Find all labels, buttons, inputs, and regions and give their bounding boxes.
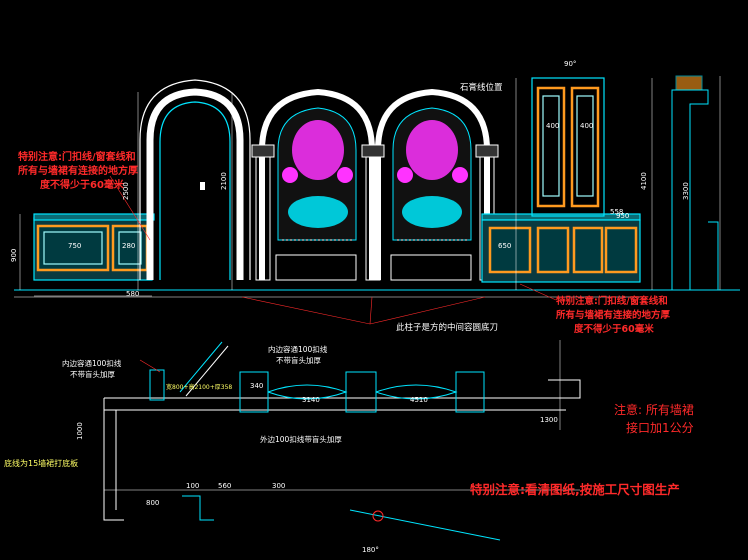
dim-558: 558 bbox=[610, 208, 623, 216]
left-wainscot bbox=[33, 213, 155, 281]
dim-90: 90° bbox=[564, 60, 576, 68]
outer-bottom-note: 外边100扣线带盲头加厚 bbox=[260, 434, 342, 444]
right-special-note: 特别注意:门扣线/窗套线和 所有与墙裙有连接的地方厚 度不得少于60毫米 bbox=[556, 295, 671, 335]
dim-900: 900 bbox=[10, 249, 18, 262]
dim-340: 340 bbox=[250, 382, 263, 390]
dim-580: 580 bbox=[126, 290, 139, 298]
dim-650: 650 bbox=[498, 242, 511, 250]
base-note: 底线为15墙裙打底板 bbox=[4, 458, 78, 468]
left-special-note: 特别注意:门扣线/窗套线和 所有与墙裙有连接的地方厚 度不得少于60毫米 bbox=[18, 150, 138, 191]
dim-280: 280 bbox=[122, 242, 135, 250]
columns bbox=[251, 144, 499, 281]
dim-2500: 2500 bbox=[122, 182, 130, 200]
dim-100: 100 bbox=[186, 482, 199, 490]
dim-400: 400 bbox=[546, 122, 559, 130]
right-note-line-3: 度不得少于60毫米 bbox=[574, 323, 654, 335]
dimension-lines bbox=[19, 76, 721, 297]
dim-400b: 400 bbox=[580, 122, 593, 130]
dim-750: 750 bbox=[68, 242, 81, 250]
plan-dims-label: 宽800+高2100+厚358 bbox=[166, 383, 232, 391]
column-note: 此柱子是方的中间容圆底刀 bbox=[396, 322, 498, 333]
dim-4510: 4510 bbox=[410, 396, 428, 404]
right-note-line-1: 特别注意:门扣线/窗套线和 bbox=[556, 295, 668, 307]
dim-800: 800 bbox=[146, 499, 159, 507]
dim-3300: 3300 bbox=[682, 182, 690, 200]
dim-560: 560 bbox=[218, 482, 231, 490]
dim-300: 300 bbox=[272, 482, 285, 490]
side-section bbox=[671, 75, 719, 291]
inner-left-line-2: 不带盲头加厚 bbox=[70, 369, 115, 379]
inner-left-line-1: 内边容通100扣线 bbox=[62, 358, 122, 368]
tall-panels bbox=[531, 77, 605, 217]
stone-line-label: 石膏线位置 bbox=[460, 82, 503, 93]
leader-lines bbox=[109, 175, 557, 373]
right-wainscot bbox=[481, 213, 641, 283]
dim-4100: 4100 bbox=[640, 172, 648, 190]
dim-950: 950 bbox=[616, 212, 629, 220]
bottom-special-note: 特别注意:看清图纸,按施工尺寸图生产 bbox=[470, 482, 680, 497]
dim-2100: 2100 bbox=[220, 172, 228, 190]
dimension-labels: 750 280 2500 650 400 400 558 950 580 90°… bbox=[10, 60, 690, 554]
right-note-line-2: 所有与墙裙有连接的地方厚 bbox=[556, 309, 671, 321]
plan-view bbox=[103, 340, 581, 541]
left-arch-door bbox=[139, 79, 251, 280]
wall-note-line-2: 接口加1公分 bbox=[626, 420, 694, 435]
arched-windows bbox=[259, 88, 490, 281]
left-note-line-1: 特别注意:门扣线/窗套线和 bbox=[18, 150, 136, 163]
plan-annotations: 内边容通100扣线 不带盲头加厚 内边容通100扣线 不带盲头加厚 外边100扣… bbox=[62, 344, 342, 444]
inner-top-line-2: 不带盲头加厚 bbox=[276, 355, 321, 365]
wall-note-line-1: 注意: 所有墙裙 bbox=[614, 402, 694, 417]
dim-180: 180° bbox=[362, 546, 379, 554]
left-note-line-2: 所有与墙裙有连接的地方厚 bbox=[18, 164, 138, 177]
wall-note: 注意: 所有墙裙 接口加1公分 bbox=[614, 402, 694, 435]
dim-1300: 1300 bbox=[540, 416, 558, 424]
elevation-view bbox=[14, 75, 740, 298]
dim-1000: 1000 bbox=[76, 422, 84, 440]
left-note-line-3: 度不得少于60毫米 bbox=[40, 178, 125, 191]
inner-top-line-1: 内边容通100扣线 bbox=[268, 344, 328, 354]
dim-3140: 3140 bbox=[302, 396, 320, 404]
